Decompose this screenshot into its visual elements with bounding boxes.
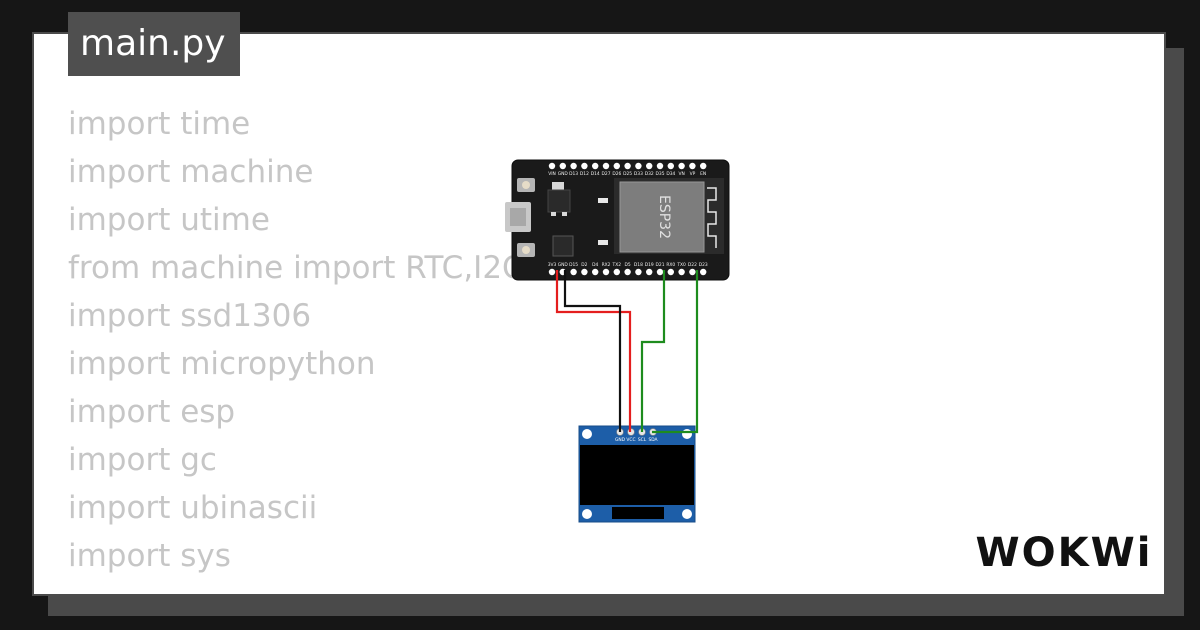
pin-label: VP xyxy=(690,171,696,177)
code-line: import sys xyxy=(68,538,231,574)
header-pin[interactable] xyxy=(678,162,685,170)
pin-label: D34 xyxy=(666,171,675,177)
pin-label: VN xyxy=(678,171,684,177)
pin-label: GND xyxy=(558,262,569,268)
wokwi-logo-text: WOKWi xyxy=(976,530,1152,576)
code-line: import time xyxy=(68,106,251,142)
pin-label: D14 xyxy=(591,171,600,177)
header-pin[interactable] xyxy=(700,268,707,276)
code-line: import micropython xyxy=(68,346,376,382)
header-pin[interactable] xyxy=(581,268,588,276)
esp32-shield xyxy=(619,181,705,253)
header-pin[interactable] xyxy=(602,162,610,170)
header-pin[interactable] xyxy=(635,162,642,170)
pin-label: D2 xyxy=(581,262,587,268)
esp32-chip-label: ESP32 xyxy=(656,195,672,239)
header-pin[interactable] xyxy=(689,268,696,276)
header-pin[interactable] xyxy=(689,162,696,170)
pin-label: D26 xyxy=(612,171,621,177)
pin-label: VIN xyxy=(548,171,556,177)
antenna-trace xyxy=(707,187,717,248)
oled-ribbon xyxy=(612,507,664,519)
pin-label: RX2 xyxy=(602,262,611,268)
header-pin[interactable] xyxy=(624,268,631,276)
header-pin[interactable] xyxy=(646,162,653,170)
pin-label: TX0 xyxy=(676,262,686,268)
oled-pin-label: SCL xyxy=(638,437,647,443)
file-tab[interactable]: main.py xyxy=(68,12,240,76)
header-pin[interactable] xyxy=(581,162,588,170)
oled-screen xyxy=(580,445,694,505)
header-pin[interactable] xyxy=(570,268,577,276)
header-pin[interactable] xyxy=(678,268,685,276)
header-pin[interactable] xyxy=(667,268,674,276)
header-pin[interactable] xyxy=(624,162,631,170)
code-line: import ubinascii xyxy=(68,490,318,526)
mount-hole xyxy=(682,509,692,519)
pin-label: D19 xyxy=(645,262,654,268)
header-pin[interactable] xyxy=(667,162,674,170)
oled-pin-label: VCC xyxy=(626,437,635,443)
pin-label: D15 xyxy=(569,262,578,268)
header-pin[interactable] xyxy=(656,162,664,170)
pin-label: RX0 xyxy=(666,262,675,268)
header-pin[interactable] xyxy=(548,268,556,276)
usb-uart-chip xyxy=(552,235,574,257)
pin-label: TX2 xyxy=(612,262,622,268)
header-pin[interactable] xyxy=(700,162,707,170)
header-pin[interactable] xyxy=(592,268,599,276)
pin-label: GND xyxy=(558,171,569,177)
code-line: import esp xyxy=(68,394,236,430)
pin-label: D13 xyxy=(569,171,578,177)
header-pin[interactable] xyxy=(592,162,599,170)
header-pin[interactable] xyxy=(613,162,620,170)
header-pin[interactable] xyxy=(559,162,566,170)
regulator-pin xyxy=(552,182,564,190)
code-line: from machine import RTC,I2C xyxy=(68,250,524,286)
oled-pin-label: SDA xyxy=(648,437,657,443)
voltage-regulator xyxy=(547,189,571,213)
code-line: import ssd1306 xyxy=(68,298,312,334)
header-pin[interactable] xyxy=(570,162,577,170)
wires xyxy=(555,270,699,434)
mount-hole xyxy=(582,429,592,439)
pin-label: D22 xyxy=(688,262,697,268)
pin-label: D18 xyxy=(634,262,643,268)
header-pin[interactable] xyxy=(613,268,620,276)
code-line: import utime xyxy=(68,202,270,238)
code-preview: import time import machine import utime … xyxy=(68,100,528,580)
pin-label: D33 xyxy=(634,171,643,177)
mount-hole xyxy=(582,509,592,519)
pin-label: D4 xyxy=(592,262,598,268)
pin-label: D23 xyxy=(699,262,708,268)
header-pin[interactable] xyxy=(548,162,556,170)
pin-label: D32 xyxy=(645,171,654,177)
oled-pin-label: GND xyxy=(615,437,626,443)
pin-label: D12 xyxy=(580,171,589,177)
file-tab-label: main.py xyxy=(80,23,226,64)
mount-hole xyxy=(682,429,692,439)
header-pin[interactable] xyxy=(635,268,642,276)
pin-label: EN xyxy=(700,171,706,177)
code-line: import gc xyxy=(68,442,217,478)
header-pin[interactable] xyxy=(602,268,610,276)
pin-label: D5 xyxy=(625,262,631,268)
pin-label: D27 xyxy=(602,171,611,177)
pin-label: 3V3 xyxy=(548,262,557,268)
wire-sda[interactable] xyxy=(652,270,699,434)
wire-scl[interactable] xyxy=(640,270,666,432)
header-pin[interactable] xyxy=(646,268,653,276)
wokwi-logo: WOKWi xyxy=(976,530,1152,576)
pin-label: D21 xyxy=(656,262,665,268)
pin-label: D35 xyxy=(656,171,665,177)
header-pin[interactable] xyxy=(656,268,664,276)
pin-label: D25 xyxy=(623,171,632,177)
wire-vcc[interactable] xyxy=(555,270,632,432)
wire-gnd[interactable] xyxy=(563,270,622,432)
code-line: import machine xyxy=(68,154,314,190)
